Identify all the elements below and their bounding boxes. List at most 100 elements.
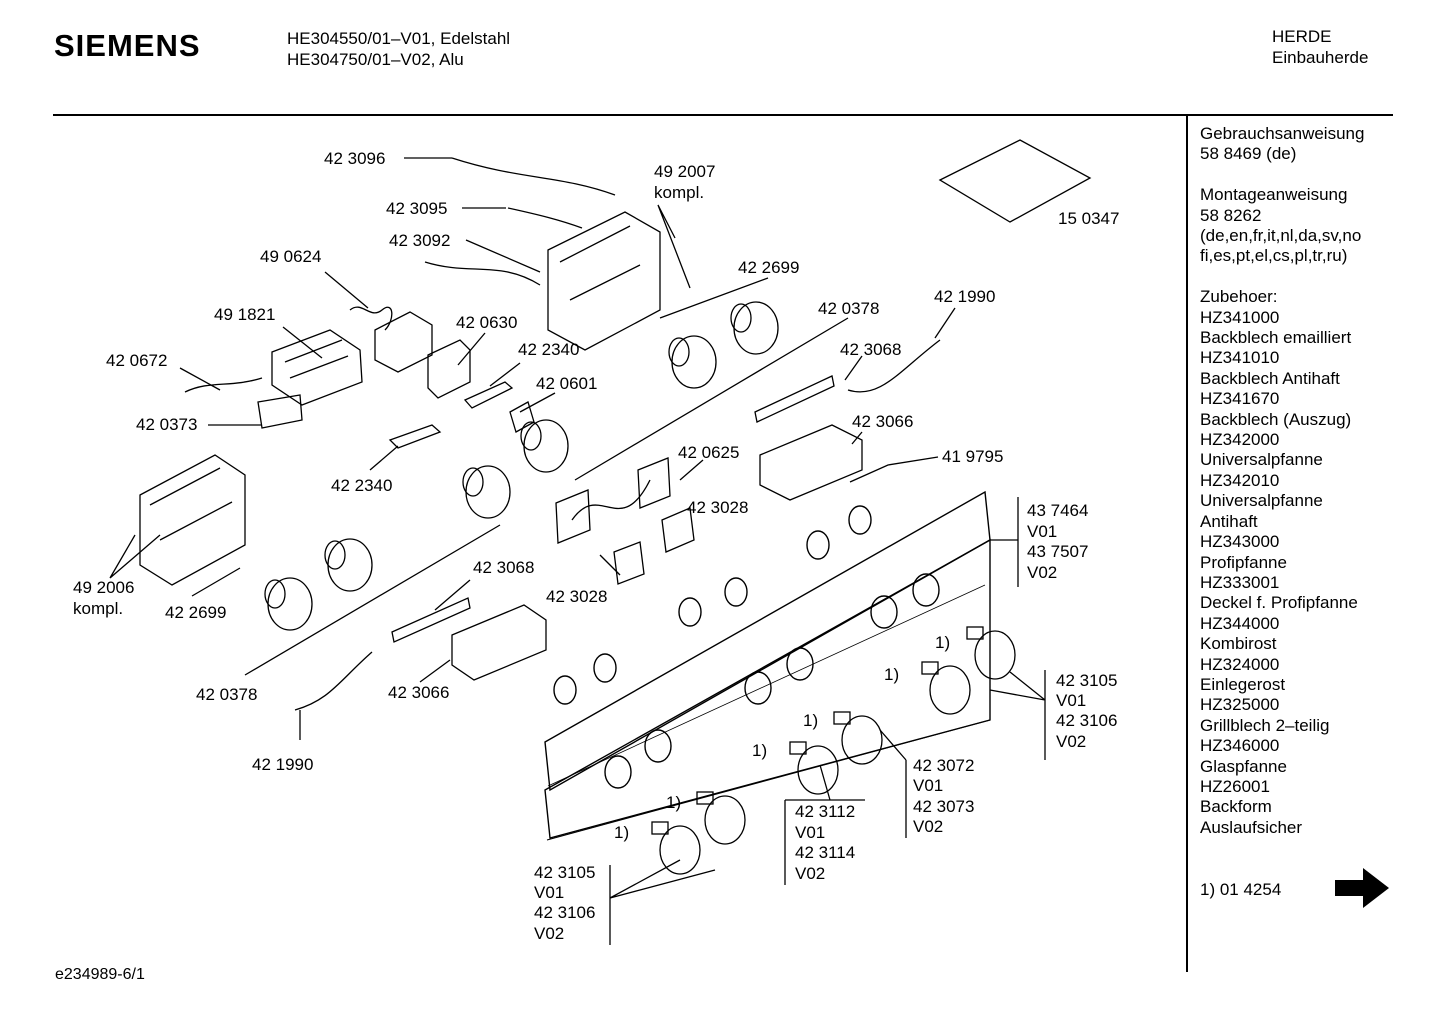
strip-icon [391,597,471,643]
part-number-label: 42 3112 [795,802,855,821]
part-number-label: 42 3068 [840,340,901,359]
footnote-marker: 1) [752,741,767,760]
knob-icon [696,791,746,845]
sidebar-line: Einlegerost [1200,674,1286,694]
control-module-lower-icon [139,454,246,586]
part-number-label: 42 0378 [818,299,879,318]
part-number-label: 42 1990 [934,287,995,306]
part-number-label: 42 3106 [1056,711,1117,730]
part-number-label: 49 0624 [260,247,321,266]
selector-knobs [651,626,1016,875]
part-number-label: 15 0347 [1058,209,1119,228]
sidebar-line: HZ341010 [1200,348,1280,368]
sidebar-line: Deckel f. Profipfanne [1200,593,1358,613]
ring-icon [324,538,373,592]
part-number-label: 42 0630 [456,313,517,332]
part-number-label: 42 3066 [388,683,449,702]
part-number-label: kompl. [654,183,704,202]
knob-icon [651,821,701,875]
part-number-label: 42 2340 [518,340,579,359]
sidebar-line: Gebrauchsanweisung [1200,124,1365,143]
part-number-label: 42 3105 [534,863,595,882]
part-number-label: 42 0601 [536,374,597,393]
brand-logo: SIEMENS [54,28,201,63]
footnote-marker: 1) [935,633,950,652]
sidebar-line: HZ343000 [1200,532,1280,552]
part-number-label: 42 0625 [678,443,739,462]
part-number-label: V02 [795,864,825,883]
sidebar-line: Zubehoer: [1200,287,1278,307]
knob-icon [966,626,1016,680]
part-number-label: 42 0373 [136,415,197,434]
part-number-label: 42 3073 [913,797,974,816]
sidebar-line: Backblech emailliert [1200,328,1352,348]
part-number-label: V01 [534,883,564,902]
lamp-icon [509,401,535,433]
part-number-label: kompl. [73,599,123,618]
sidebar-line: HZ324000 [1200,654,1280,674]
part-number-label: 42 3092 [389,231,450,250]
sidebar-line: HZ344000 [1200,613,1280,633]
knob-icon [833,711,883,765]
document-id: e234989-6/1 [55,966,145,983]
part-number-label: V01 [913,776,943,795]
sidebar-line: Auslaufsicher [1200,817,1303,837]
sidebar-line: fi,es,pt,el,cs,pl,tr,ru) [1200,246,1348,266]
part-number-label: 41 9795 [942,447,1003,466]
part-number-label: 49 2006 [73,578,134,597]
sidebar-line: HZ342000 [1200,430,1280,450]
part-number-label: 42 2699 [165,603,226,622]
ring-icon [520,419,569,473]
sidebar-divider [1186,116,1188,972]
knob-rings [264,301,779,631]
footnote-marker: 1) [803,711,818,730]
part-number-label: 42 3096 [324,149,385,168]
sidebar-spacer [1200,267,1364,287]
ring-icon [730,301,779,355]
screw-bag-icon [938,139,1092,223]
sidebar-line: 58 8469 (de) [1200,144,1297,164]
part-number-label: 42 3106 [534,903,595,922]
sidebar-line: HZ346000 [1200,736,1280,756]
sidebar-line: Profipfanne [1200,552,1287,572]
header-divider [53,114,1393,116]
bracket-icon [427,339,471,399]
sidebar-line: Universalpfanne [1200,491,1323,511]
sidebar-line: Backform [1200,797,1272,817]
part-number-label: 43 7507 [1027,542,1088,561]
part-number-label: V01 [795,823,825,842]
category-line: HERDE [1272,27,1332,46]
next-page-arrow-icon[interactable] [1333,866,1391,910]
model-line: HE304750/01–V02, Alu [287,50,464,69]
knob-icon [789,741,839,795]
part-number-label: 42 3095 [386,199,447,218]
part-number-label: V02 [1056,732,1086,751]
sidebar-line: Antihaft [1200,511,1258,531]
appliance-category: HERDE Einbauherde [1272,26,1368,68]
category-line: Einbauherde [1272,48,1369,67]
sidebar-line: Kombirost [1200,634,1277,654]
sidebar-line: HZ26001 [1200,776,1270,796]
model-list: HE304550/01–V01, Edelstahl HE304750/01–V… [287,28,510,70]
switch-icon [613,541,645,585]
part-number-label: 42 1990 [252,755,313,774]
part-number-label: V02 [534,924,564,943]
part-labels: 42 3096 42 3095 42 3092 49 2007 kompl. 15 034… [73,149,1119,943]
holder-icon [451,604,547,681]
part-number-label: 42 2699 [738,258,799,277]
part-number-label: 49 2007 [654,162,715,181]
sidebar-line: HZ341000 [1200,307,1280,327]
footnote-marker: 1) [884,665,899,684]
connector-icon [388,424,442,449]
exploded-parts-diagram: 42 3096 42 3095 42 3092 49 2007 kompl. 15 034… [73,139,1119,945]
sidebar-spacer [1200,165,1364,185]
cable-icon [847,339,941,393]
knob-icon [921,661,971,715]
part-number-label: 42 3066 [852,412,913,431]
sidebar-line: Glaspfanne [1200,756,1287,776]
footnote-marker: 1) [666,793,681,812]
control-module-upper-icon [547,211,661,351]
part-number-label: 42 3068 [473,558,534,577]
holder-icon [759,424,863,501]
